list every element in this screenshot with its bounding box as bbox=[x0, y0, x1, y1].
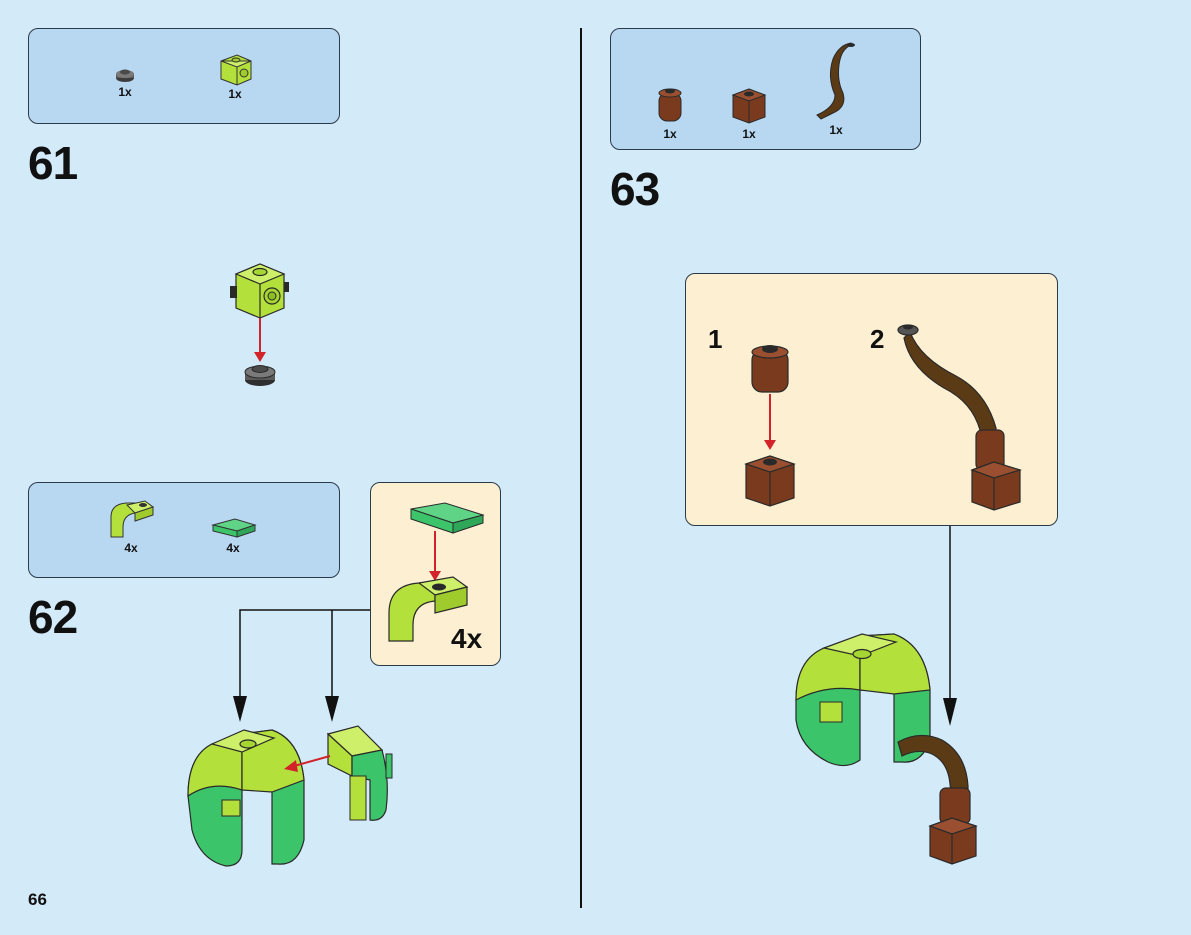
step-63-assembly bbox=[790, 630, 990, 870]
step-61-parts-box: 1x 1x bbox=[28, 28, 340, 124]
step-number-63: 63 bbox=[610, 162, 659, 216]
step-63-parts-box: 1x 1x 1x bbox=[610, 28, 921, 150]
part-qty: 1x bbox=[829, 123, 842, 137]
part-slope-green: 4x bbox=[209, 517, 257, 555]
lime-brick-icon bbox=[217, 53, 253, 85]
step-62-connector-arrows bbox=[230, 604, 390, 734]
part-qty: 1x bbox=[228, 87, 241, 101]
part-curved-slope-lime: 4x bbox=[105, 497, 157, 555]
sub-step-2: 2 bbox=[870, 324, 884, 355]
sub-step-1-assembly bbox=[740, 340, 800, 510]
part-tail-dark-brown: 1x bbox=[811, 41, 861, 137]
page-number: 66 bbox=[28, 890, 47, 910]
part-qty: 1x bbox=[742, 127, 755, 141]
part-round-brick-brown: 1x bbox=[657, 87, 683, 141]
sub-step-2-assembly bbox=[896, 318, 1046, 518]
round-plate-grey-icon bbox=[115, 67, 135, 83]
part-qty: 4x bbox=[226, 541, 239, 555]
part-qty: 1x bbox=[118, 85, 131, 99]
brown-round-brick-icon bbox=[657, 87, 683, 125]
part-qty: 1x bbox=[663, 127, 676, 141]
part-qty: 4x bbox=[124, 541, 137, 555]
green-slope-icon bbox=[209, 517, 257, 539]
step-62-parts-box: 4x 4x bbox=[28, 482, 340, 578]
part-round-plate-dark-grey: 1x bbox=[115, 67, 135, 99]
sub-step-1: 1 bbox=[708, 324, 722, 355]
part-brick-brown: 1x bbox=[731, 85, 767, 141]
step-61-assembly bbox=[220, 256, 300, 396]
lime-curved-slope-icon bbox=[105, 497, 157, 539]
step-62-assembly bbox=[182, 720, 392, 870]
brown-tail-icon bbox=[811, 41, 861, 121]
step-63-callout: 1 2 bbox=[685, 273, 1058, 526]
callout-multiplier: 4x bbox=[451, 623, 482, 655]
brown-brick-icon bbox=[731, 85, 767, 125]
step-number-61: 61 bbox=[28, 136, 77, 190]
step-number-62: 62 bbox=[28, 590, 77, 644]
part-brick-studs-sides-lime: 1x bbox=[217, 53, 253, 101]
page-divider bbox=[580, 28, 582, 908]
